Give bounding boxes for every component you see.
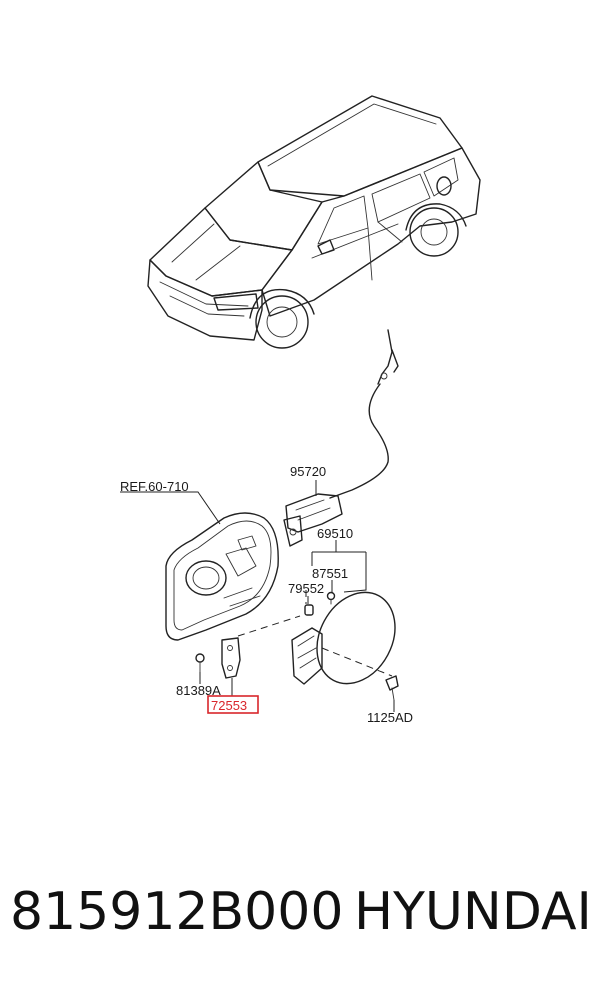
- screw-81389a: [195, 653, 205, 673]
- assembly-dashed-lines: [237, 590, 393, 677]
- label-79552: 79552: [288, 581, 324, 596]
- label-95720: 95720: [290, 464, 326, 479]
- screw-1125ad: [385, 675, 399, 701]
- fuel-door-actuator: [283, 493, 343, 547]
- label-81389a: 81389A: [176, 683, 221, 698]
- label-72553: 72553: [211, 698, 247, 713]
- leader-lines: [120, 480, 395, 712]
- part-number: 815912B000: [10, 882, 344, 942]
- label-1125ad: 1125AD: [367, 710, 413, 725]
- screw-87551: [326, 591, 336, 605]
- ref-label: REF.60-710: [120, 479, 189, 494]
- vehicle-illustration: [147, 95, 481, 349]
- filler-housing: [165, 512, 279, 641]
- clip-79552: [304, 604, 314, 616]
- label-87551: 87551: [312, 566, 348, 581]
- release-cable: [329, 329, 399, 499]
- brand-name: HYUNDAI: [354, 882, 592, 942]
- bracket-72553: [221, 637, 241, 679]
- fuel-filler-door: [316, 591, 396, 685]
- label-69510: 69510: [317, 526, 353, 541]
- highlight-box: [207, 695, 259, 714]
